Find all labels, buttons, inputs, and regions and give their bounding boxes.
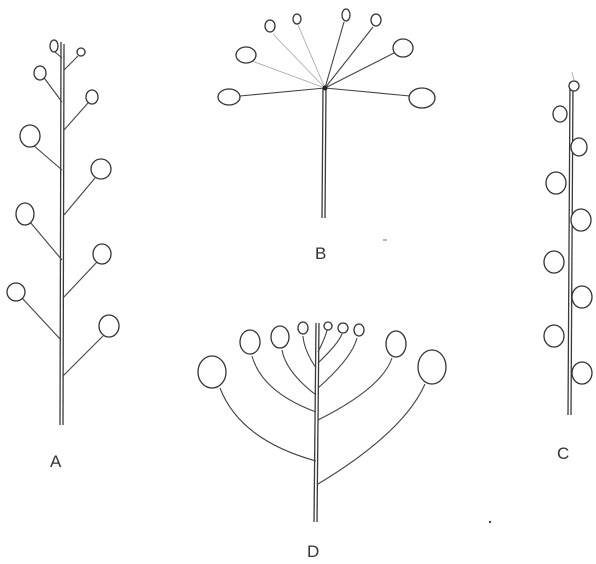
panel-b-ray-4 bbox=[292, 13, 326, 89]
panel-d-branch-left-2 bbox=[239, 329, 317, 413]
panel-a-raceme bbox=[6, 39, 120, 426]
panel-a-flower-right-4 bbox=[62, 243, 112, 299]
panel-c-spike bbox=[543, 71, 593, 416]
panel-a-flower-right-3 bbox=[63, 158, 112, 216]
panel-c-flower-left-2 bbox=[545, 171, 567, 195]
panel-c-main-axis bbox=[567, 81, 574, 416]
panel-b-label: B bbox=[315, 244, 326, 263]
panel-d-main-axis bbox=[313, 322, 320, 523]
panel-c-flower-right-3 bbox=[571, 285, 593, 309]
panel-d-branch-right-3 bbox=[317, 323, 365, 389]
panel-d-label: D bbox=[307, 542, 319, 561]
panel-c-flower-left-1 bbox=[552, 105, 568, 123]
panel-b-umbel bbox=[217, 8, 436, 219]
panel-c-apex bbox=[568, 71, 580, 92]
panel-d-branch-right-5 bbox=[317, 349, 447, 485]
panel-d-corymb bbox=[197, 321, 447, 523]
panel-b-ray-1 bbox=[217, 87, 326, 106]
panel-a-main-axis bbox=[59, 41, 65, 426]
panel-d-branch-right-1 bbox=[317, 321, 333, 353]
panel-a-flower-right-2 bbox=[63, 89, 99, 131]
panel-b-ray-3 bbox=[264, 19, 326, 89]
panel-d-branch-right-4 bbox=[317, 330, 407, 421]
panel-c-flower-right-2 bbox=[570, 208, 592, 232]
panel-a-flower-left-1 bbox=[33, 65, 63, 103]
panel-d-branch-left-3 bbox=[270, 325, 317, 396]
panel-b-ray-5 bbox=[324, 8, 351, 89]
panel-c-flower-left-4 bbox=[543, 324, 565, 348]
panel-b-ray-2 bbox=[235, 46, 326, 89]
panel-c-flower-right-1 bbox=[570, 137, 588, 157]
panel-a-terminal-bud bbox=[49, 39, 63, 59]
panel-b-umbel-node bbox=[322, 85, 328, 91]
panel-a-flower-left-3 bbox=[15, 202, 63, 261]
panel-b-scape bbox=[321, 87, 327, 219]
panel-b-ray-7 bbox=[324, 38, 414, 89]
panel-a-flower-right-1 bbox=[63, 47, 86, 71]
stray-dot bbox=[488, 520, 492, 524]
panel-b-ray-6 bbox=[324, 13, 382, 89]
panel-d-branch-right-2 bbox=[317, 322, 349, 364]
panel-a-flower-right-5 bbox=[62, 314, 120, 377]
panel-d-branch-left-1 bbox=[197, 355, 317, 462]
panel-a-flower-left-2 bbox=[19, 124, 63, 171]
panel-a-flower-left-4 bbox=[6, 282, 62, 341]
panel-c-label: C bbox=[557, 444, 569, 463]
panel-a-label: A bbox=[50, 452, 62, 471]
panel-c-flower-right-4 bbox=[571, 361, 593, 385]
panel-b-ray-8 bbox=[324, 87, 436, 109]
panel-d-branch-left-4 bbox=[297, 321, 317, 369]
panel-c-flower-left-3 bbox=[543, 250, 565, 274]
